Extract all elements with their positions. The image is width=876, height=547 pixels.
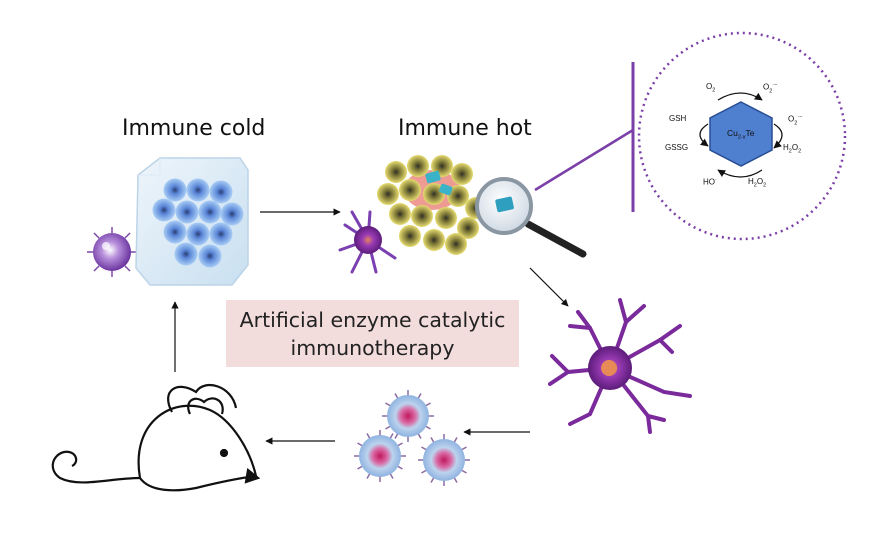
caption-line-1: Artificial enzyme catalytic — [239, 307, 506, 332]
hot-tumor-cell — [445, 233, 467, 255]
tumor-cell — [220, 202, 244, 226]
mature-dendritic-cell — [548, 298, 692, 434]
activating-dendritic-cell — [338, 210, 397, 274]
hot-tumor-cell — [407, 155, 429, 177]
immune-hot-tumor-cluster — [377, 155, 487, 255]
caption-box: Artificial enzyme catalytic immunotherap… — [226, 300, 519, 367]
h2o2-right-label: H2O2 — [783, 143, 802, 155]
magnifier-icon — [475, 177, 587, 258]
hot-tumor-cell — [411, 205, 433, 227]
mouse-illustration — [51, 383, 261, 492]
o2-right-label: O2·− — [788, 114, 803, 127]
hot-tumor-cell — [447, 185, 469, 207]
cu2xte-hexagon — [709, 101, 773, 167]
t-cell — [418, 434, 470, 486]
tumor-cell — [186, 222, 210, 246]
hot-tumor-cell — [385, 161, 407, 183]
tumor-cell — [174, 242, 198, 266]
tumor-cell — [152, 198, 176, 222]
o2-out-label: O2·− — [763, 82, 778, 95]
hot-tumor-cell — [399, 179, 421, 201]
gssg-label: GSSG — [665, 143, 689, 152]
ho-radical-label: HO· — [703, 177, 717, 187]
tumor-cell — [209, 180, 233, 204]
tumor-cell — [163, 178, 187, 202]
h2o2-bottom-label: H2O2 — [748, 177, 767, 189]
caption-line-2: immunotherapy — [290, 335, 455, 360]
immune-cold-tumor-ice-cube — [135, 157, 249, 286]
hot-tumor-cell — [457, 217, 479, 239]
tumor-cell — [198, 200, 222, 224]
tumor-cell — [209, 222, 233, 246]
hot-tumor-cell — [423, 183, 445, 205]
tumor-cell — [198, 244, 222, 268]
immune-hot-label: Immune hot — [398, 116, 532, 141]
activated-t-cells — [354, 390, 470, 486]
hot-tumor-cell — [399, 225, 421, 247]
tumor-cell — [163, 220, 187, 244]
tumor-cell — [175, 200, 199, 224]
hot-tumor-cell — [435, 207, 457, 229]
gsh-label: GSH — [669, 114, 687, 123]
hot-tumor-cell — [423, 229, 445, 251]
mechanism-arrows — [699, 92, 783, 178]
t-cell — [382, 390, 434, 442]
hot-tumor-cell — [377, 183, 399, 205]
immature-dendritic-cell — [87, 227, 137, 277]
t-cell — [354, 430, 406, 482]
catalyst-label: Cu2-xTe — [727, 128, 755, 141]
zoom-connector-line — [534, 128, 634, 192]
tumor-cell — [186, 178, 210, 202]
hot-tumor-cell — [389, 203, 411, 225]
o2-in-label: O2 — [706, 82, 716, 94]
arrow-hot-to-mature-dc — [529, 267, 569, 307]
hot-tumor-cell — [451, 163, 473, 185]
mechanism-zoom-circle — [637, 31, 847, 241]
immune-cold-label: Immune cold — [122, 116, 266, 141]
